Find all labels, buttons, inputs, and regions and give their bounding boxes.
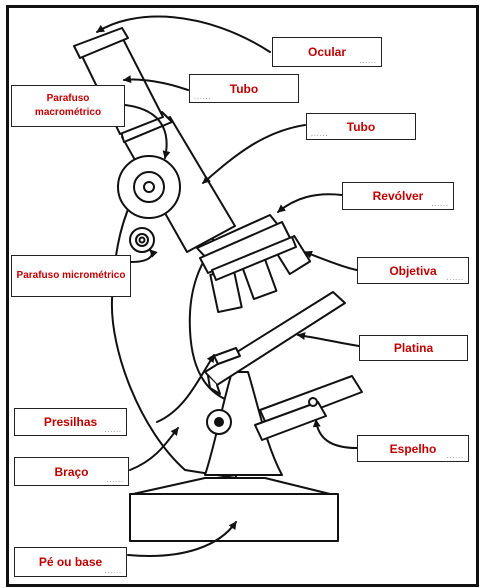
clip-presilha	[213, 347, 241, 365]
fill-dots: ......	[104, 427, 122, 434]
microscope-base	[129, 493, 339, 542]
label-objetiva[interactable]: Objetiva ......	[357, 257, 469, 284]
label-platina[interactable]: Platina	[359, 335, 468, 361]
mirror-mount	[254, 401, 327, 441]
label-tubo-mid-text: Tubo	[346, 119, 376, 134]
label-tubo-top-text: Tubo	[229, 81, 259, 96]
fill-dots: ......	[359, 58, 377, 65]
stage-platina	[204, 291, 346, 386]
label-objetiva-text: Objetiva	[389, 263, 437, 278]
label-espelho-text: Espelho	[389, 441, 437, 456]
label-tubo-mid[interactable]: Tubo ......	[306, 113, 416, 140]
pointer-objetiva	[304, 250, 358, 271]
label-tubo-top[interactable]: Tubo ......	[189, 74, 299, 103]
stage-platina-edge	[207, 375, 221, 395]
pointer-braco	[129, 427, 179, 471]
pointer-platina	[297, 332, 360, 347]
fill-dots: ......	[104, 568, 122, 575]
label-pe-base[interactable]: Pé ou base ......	[14, 547, 127, 577]
eyepiece-ocular	[73, 27, 129, 59]
label-presilhas-text: Presilhas	[43, 415, 98, 429]
fill-dots: ......	[194, 94, 212, 101]
label-parafuso-micro[interactable]: Parafuso micrométrico	[11, 255, 131, 297]
label-braco-text: Braço	[54, 464, 89, 479]
macrometric-knob-center	[143, 181, 155, 193]
mirror-screw	[308, 397, 318, 407]
pointer-tubo-mid	[202, 124, 306, 184]
micrometric-knob-center	[138, 236, 146, 244]
pointer-revolver	[277, 193, 343, 213]
page-frame	[6, 5, 479, 587]
label-ocular[interactable]: Ocular ......	[272, 37, 382, 67]
label-espelho[interactable]: Espelho ......	[357, 435, 469, 462]
label-parafuso-macro-text: Parafuso macrométrico	[34, 93, 102, 118]
pivot-knob-center	[214, 417, 224, 427]
fill-dots: ......	[311, 131, 329, 138]
pointer-parafuso-micro	[130, 249, 158, 263]
pointer-parafuso-macro	[124, 104, 171, 159]
label-ocular-text: Ocular	[307, 45, 346, 59]
label-revolver[interactable]: Revólver ......	[342, 182, 454, 210]
label-braco[interactable]: Braço ......	[14, 457, 129, 486]
pointer-ocular	[96, 15, 271, 53]
stage-pillar	[204, 371, 283, 476]
fill-dots: ......	[431, 201, 449, 208]
pointer-presilhas	[156, 354, 215, 423]
base-pedestal	[132, 477, 331, 495]
label-parafuso-macro[interactable]: Parafuso macrométrico	[11, 85, 125, 127]
fill-dots: ......	[446, 453, 464, 460]
label-presilhas[interactable]: Presilhas ......	[14, 408, 127, 436]
pointer-espelho	[312, 419, 358, 449]
pointer-pe-base	[127, 521, 237, 557]
pointer-tubo-top	[123, 75, 189, 91]
label-pe-base-text: Pé ou base	[38, 555, 103, 569]
fill-dots: ......	[106, 477, 124, 484]
label-platina-text: Platina	[393, 341, 434, 355]
fill-dots: ......	[446, 275, 464, 282]
label-parafuso-micro-text: Parafuso micrométrico	[16, 270, 126, 281]
label-revolver-text: Revólver	[372, 189, 424, 203]
objective-collar	[211, 236, 297, 281]
